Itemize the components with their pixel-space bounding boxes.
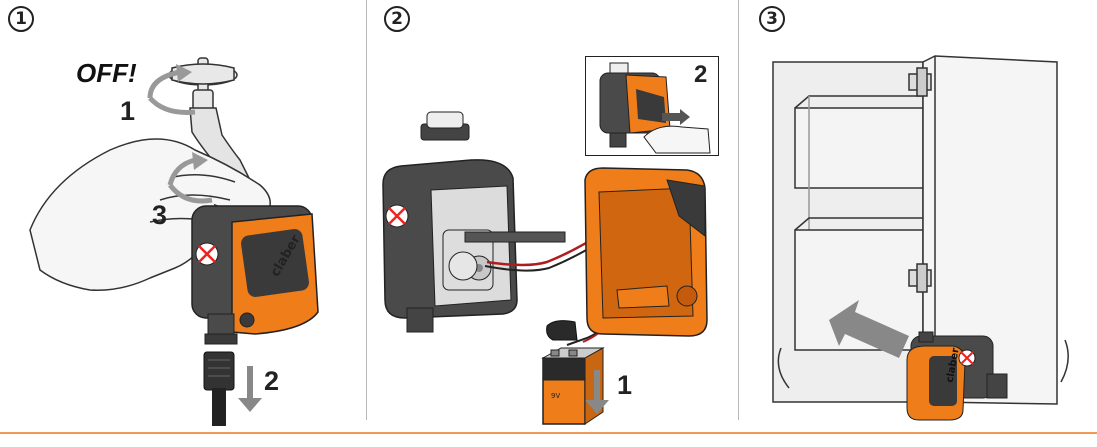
hand-icon [29,138,271,291]
callout-1: 1 [617,370,633,400]
battery-label: 9V [551,392,560,400]
rotation-arrow-tighten-icon [167,157,213,204]
step-1-badge: 1 [8,6,34,32]
callout-2: 2 [264,366,280,396]
down-arrow-icon [238,366,262,412]
step-3-illustration: claber [772,55,1069,421]
panel-divider-1 [366,0,367,420]
step-2-illustration: 9V [382,111,708,425]
inset-illustration [599,62,711,154]
callout-1: 1 [120,96,136,126]
inset-number: 2 [694,61,708,88]
off-label: OFF! [76,58,137,88]
down-arrow-icon [585,370,609,414]
removed-cover-device [584,167,708,337]
stored-timer-device [906,331,1008,421]
step-2-panel: 2 [367,0,738,430]
step-3-badge: 3 [759,6,785,32]
step-3-panel: 3 [739,0,1097,430]
callout-3: 3 [152,200,168,230]
step-2-inset: 2 [585,56,719,156]
panel-divider-2 [738,0,739,420]
step-1-panel: 1 [0,0,366,430]
hose-connector-icon [203,351,235,426]
step-2-badge: 2 [384,6,410,32]
battery-snap-icon [546,320,578,341]
bottom-rule [0,432,1097,434]
store-arrow-icon [829,300,909,358]
step-1-illustration: claber [29,57,319,426]
rotation-arrow-off-icon [147,69,196,115]
water-timer-device [191,205,319,345]
opened-timer-device [382,111,566,333]
